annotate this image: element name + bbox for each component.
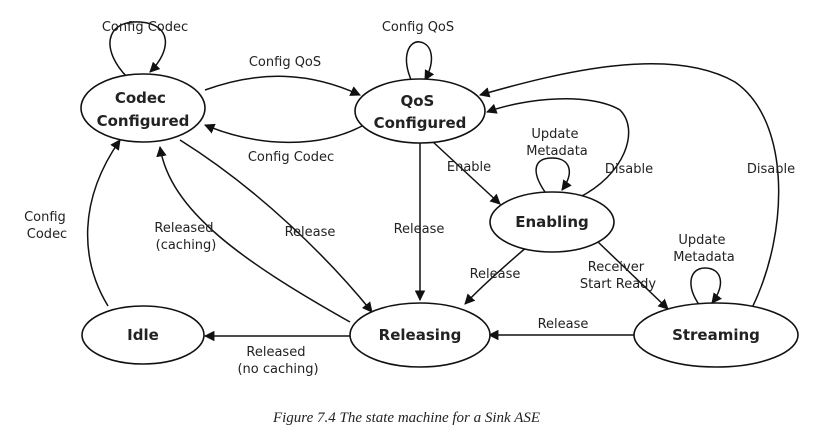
edge-codec-config-codec-self	[109, 21, 166, 79]
label-streaming-disable: Disable	[747, 162, 795, 177]
edge-qos-config-qos-self	[405, 41, 435, 83]
state-label: Releasing	[379, 326, 462, 344]
state-label: Codec Configured	[97, 89, 190, 130]
edge-streaming-disable	[478, 63, 780, 309]
figure-caption: Figure 7.4 The state machine for a Sink …	[272, 410, 541, 426]
edge-idle-to-codec	[86, 139, 121, 307]
state-label: Idle	[127, 326, 159, 344]
edge-enabling-disable	[486, 98, 630, 199]
label-codec-release: Release	[285, 225, 336, 240]
label-qos-release: Release	[394, 222, 445, 237]
label-qos-config-qos: Config QoS	[382, 20, 454, 35]
label-qos-to-codec: Config Codec	[248, 150, 334, 165]
label-released-no-caching: Released (no caching)	[237, 345, 318, 377]
label-codec-config-codec: Config Codec	[102, 20, 188, 35]
state-qos-configured: QoS Configured	[354, 78, 486, 144]
label-receiver-start-ready: Receiver Start Ready	[580, 260, 657, 292]
label-idle-config-codec: Config Codec	[24, 210, 70, 242]
state-idle: Idle	[81, 305, 205, 365]
edge-codec-to-qos	[204, 75, 361, 96]
label-enable: Enable	[447, 160, 491, 175]
state-codec-configured: Codec Configured	[80, 73, 206, 143]
state-releasing: Releasing	[349, 302, 491, 368]
edge-enabling-to-streaming	[597, 241, 669, 310]
edge-enabling-update-self	[535, 157, 572, 193]
label-enabling-update-metadata: Update Metadata	[526, 127, 588, 159]
edge-releasing-to-codec	[156, 145, 351, 323]
label-enabling-release: Release	[470, 267, 521, 282]
label-enabling-disable: Disable	[605, 162, 653, 177]
state-streaming: Streaming	[633, 302, 799, 368]
edge-qos-to-codec	[204, 123, 363, 144]
label-released-caching: Released (caching)	[154, 221, 217, 253]
edge-codec-release	[179, 139, 373, 313]
state-label: Streaming	[672, 326, 760, 344]
edge-qos-to-enabling	[431, 140, 501, 205]
label-streaming-update-metadata: Update Metadata	[673, 233, 735, 265]
label-streaming-release: Release	[538, 317, 589, 332]
label-codec-to-qos: Config QoS	[249, 55, 321, 70]
state-label: Enabling	[515, 213, 588, 231]
state-enabling: Enabling	[489, 191, 615, 253]
state-label: QoS Configured	[374, 92, 467, 132]
edge-streaming-update-self	[690, 267, 722, 307]
edge-enabling-release	[464, 245, 529, 305]
